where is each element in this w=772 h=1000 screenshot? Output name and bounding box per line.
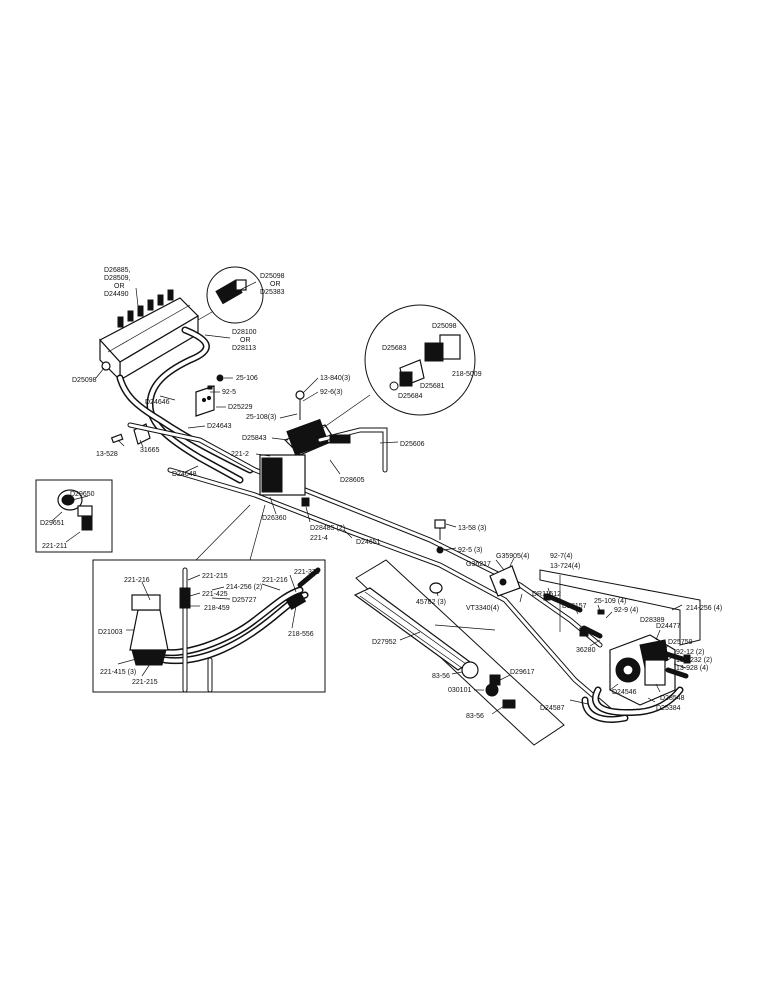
label-s: D25606 [400, 441, 425, 448]
label-f: 92-5 [222, 389, 236, 396]
tee-fitting-inset [35, 479, 113, 553]
label-p: 25-108(3) [246, 414, 276, 421]
label-a1: D26885, [104, 267, 131, 274]
label-bb19: D24546 [612, 689, 637, 696]
label-o: 92-6(3) [320, 389, 343, 396]
label-aa5: D25727 [232, 597, 257, 604]
label-bb12: D24477 [656, 623, 681, 630]
label-i: D24643 [207, 423, 232, 430]
label-m3: D25681 [420, 383, 445, 390]
label-b3: D25383 [260, 289, 285, 296]
label-bb18: 13-928 (4) [676, 665, 708, 672]
label-m2: D25683 [382, 345, 407, 352]
label-r: 221-2 [231, 451, 249, 458]
label-x: D24651 [356, 539, 381, 546]
label-bb13: 214-256 (4) [686, 605, 722, 612]
label-y2: 92-5 (3) [458, 547, 483, 554]
label-a4: D24490 [104, 291, 129, 298]
label-cc2: 83-56 [432, 673, 450, 680]
label-b2: OR [270, 281, 281, 288]
fitting-callout-1 [197, 266, 264, 324]
label-bb8: D28157 [562, 603, 587, 610]
control-valve [99, 289, 199, 382]
label-z3: 221-211 [42, 543, 67, 550]
label-aa11: 221-378 [294, 569, 320, 576]
label-bb9: 25-109 (4) [594, 598, 626, 605]
label-bb6: VT3340(4) [466, 605, 499, 612]
part-labels: D26885, D28509, OR D24490 D25098 OR D253… [40, 267, 722, 720]
label-m5: D25684 [398, 393, 423, 400]
label-g: D24646 [145, 399, 170, 406]
label-bb1: G36217 [466, 561, 491, 568]
label-bb22: D25384 [656, 705, 681, 712]
label-t: D28605 [340, 477, 365, 484]
label-bb5: 45782 (3) [416, 599, 446, 606]
label-bb3: 92-7(4) [550, 553, 573, 560]
bolt-13-58 [434, 519, 446, 554]
label-cc3: D29617 [510, 669, 535, 676]
label-bb4: 13-724(4) [550, 563, 580, 570]
label-b1: D25098 [260, 273, 285, 280]
filter-inset-box [92, 559, 326, 693]
label-a3: OR [114, 283, 125, 290]
reservoir-valve-block [259, 390, 336, 496]
label-y1: 13-58 (3) [458, 525, 486, 532]
label-aa4: 214-256 (2) [226, 584, 262, 591]
label-aa7: D21003 [98, 629, 123, 636]
label-e: 25-106 [236, 375, 258, 382]
label-aa3: 221-425 [202, 591, 228, 598]
label-m1: D25098 [432, 323, 457, 330]
label-cc5: 83-56 [466, 713, 484, 720]
label-bb2: G35905(4) [496, 553, 529, 560]
label-cc1: D27952 [372, 639, 397, 646]
label-l: D24648 [172, 471, 197, 478]
label-c1: D28100 [232, 329, 257, 336]
label-j: 13-528 [96, 451, 118, 458]
label-h: D25229 [228, 404, 253, 411]
label-u: D26360 [262, 515, 287, 522]
bracket-plate [195, 385, 215, 417]
drive-shaft-inset [353, 559, 565, 746]
label-aa10: 221-216 [262, 577, 288, 584]
label-bb7: DR11512 [532, 591, 561, 598]
label-bb20: D28548 [660, 695, 685, 702]
leader-lines [51, 281, 687, 715]
label-bb14: 36280 [576, 647, 596, 654]
label-cc4: 030101 [448, 687, 471, 694]
label-z1: D29650 [70, 491, 95, 498]
label-c2: OR [240, 337, 251, 344]
label-v: D28485 (2) [310, 525, 345, 532]
label-bb11: D28389 [640, 617, 665, 624]
label-m4: 218-5009 [452, 371, 482, 378]
label-c3: D28113 [232, 345, 256, 352]
label-z2: D29651 [40, 520, 65, 527]
fitting-callout-2 [319, 304, 476, 431]
label-aa8: 221-415 (3) [100, 669, 136, 676]
label-w: 221-4 [310, 535, 328, 542]
label-bb17: 13-1232 (2) [676, 657, 712, 664]
label-bb16: 92-12 (2) [676, 649, 704, 656]
label-aa12: 218-556 [288, 631, 314, 638]
label-q: D25843 [242, 435, 267, 442]
label-aa9: 221-215 [132, 679, 158, 686]
label-bb15: D25759 [668, 639, 693, 646]
label-bb10: 92-9 (4) [614, 607, 639, 614]
label-n: 13-840(3) [320, 375, 350, 382]
label-aa6: 218-459 [204, 605, 230, 612]
label-a2: D28509, [104, 275, 131, 282]
label-bb21: D24587 [540, 705, 565, 712]
label-aa1: 221-216 [124, 577, 150, 584]
label-k: 31665 [140, 447, 160, 454]
label-aa2: 221-215 [202, 573, 228, 580]
label-d: D25098 [72, 377, 97, 384]
